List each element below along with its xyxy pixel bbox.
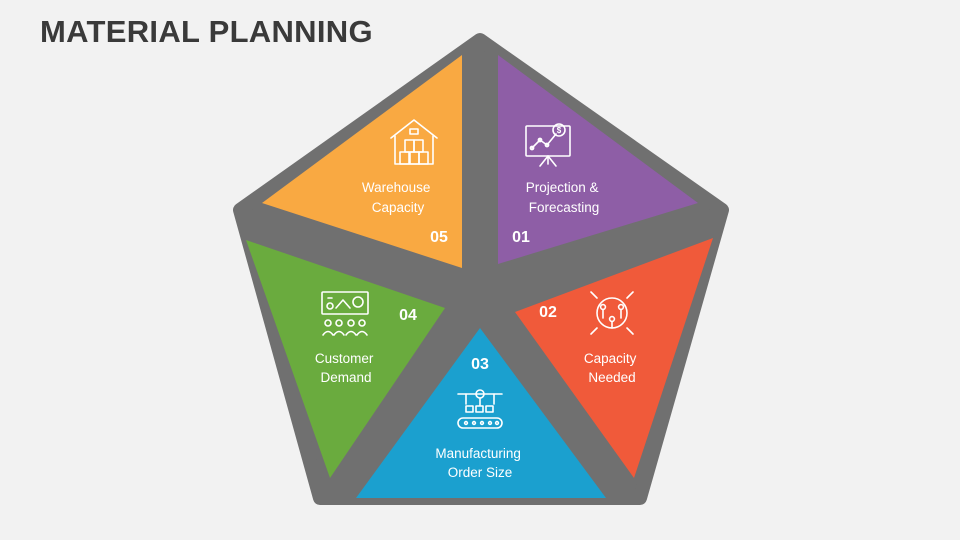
label-line: Demand <box>320 370 371 385</box>
segment-label-customer-demand: Customer Demand <box>315 351 377 385</box>
label-line: Projection & <box>526 180 599 195</box>
customer-demand-icon <box>321 291 369 336</box>
segment-capacity-needed <box>515 238 713 478</box>
conveyor-icon <box>457 389 503 429</box>
warehouse-icon <box>390 119 438 165</box>
label-line: Customer <box>315 351 374 366</box>
label-line: Needed <box>588 370 635 385</box>
segment-label-warehouse-capacity: Warehouse Capacity <box>362 180 434 215</box>
dollar-glyph-1: $ <box>557 126 562 135</box>
label-line: Forecasting <box>529 200 600 215</box>
segment-warehouse-capacity <box>262 55 462 268</box>
segment-number-03: 03 <box>471 356 489 373</box>
label-line: Warehouse <box>362 180 431 195</box>
segment-customer-demand <box>246 240 445 478</box>
segment-label-projection-forecasting: Projection & Forecasting <box>526 180 603 215</box>
label-line: Capacity <box>584 351 637 366</box>
label-line: Manufacturing <box>435 446 521 461</box>
segment-projection-forecasting <box>498 55 698 264</box>
segment-number-04: 04 <box>399 307 417 324</box>
segment-label-capacity-needed: Capacity Needed <box>584 351 640 385</box>
segment-label-manufacturing-order-size: Manufacturing Order Size <box>435 446 524 480</box>
segment-manufacturing-order-size <box>356 328 606 498</box>
segment-number-01: 01 <box>512 229 530 246</box>
segment-number-02: 02 <box>539 304 557 321</box>
capacity-people-icon <box>590 291 634 335</box>
label-line: Order Size <box>448 465 513 480</box>
label-line: Capacity <box>372 200 425 215</box>
presentation-chart-icon <box>525 123 571 167</box>
segment-number-05: 05 <box>430 229 448 246</box>
page-title: MATERIAL PLANNING <box>40 14 373 49</box>
